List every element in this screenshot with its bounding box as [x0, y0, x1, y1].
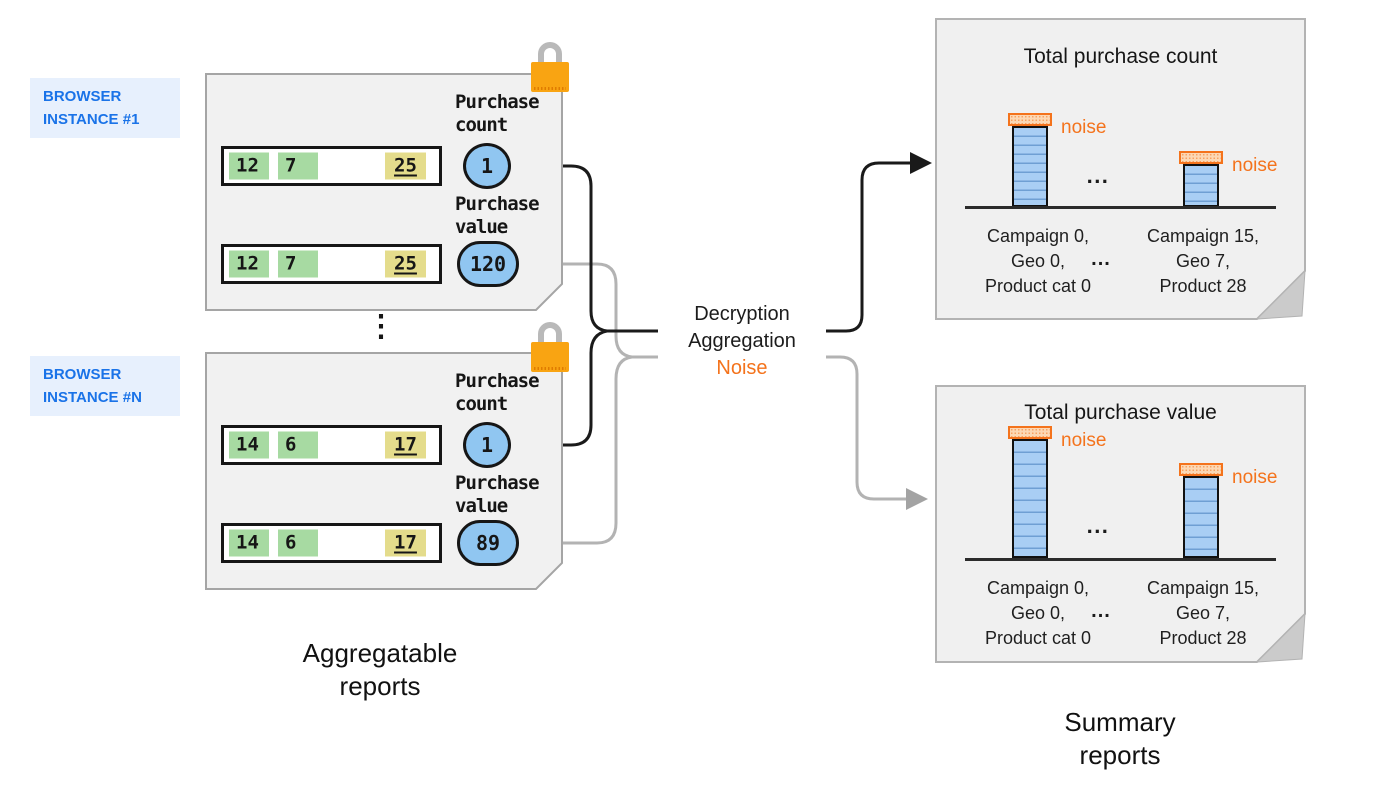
purchase-count-value: 1 — [463, 422, 511, 468]
key-cell: 14 — [229, 529, 269, 557]
lock-icon — [531, 42, 569, 92]
noise-cap — [1008, 426, 1052, 439]
aggregation-step: Aggregation — [688, 330, 796, 352]
summary-reports-caption: Summary reports — [1064, 707, 1176, 770]
count-wire-out — [826, 161, 910, 333]
purchase-value-value: 120 — [457, 241, 519, 287]
labels-ellipsis: ... — [1091, 248, 1111, 270]
purchase-value-label: Purchase value — [455, 193, 540, 238]
summary-report-count: Total purchase count noise noise ... Cam… — [935, 18, 1306, 320]
bar-campaign15 — [1183, 476, 1219, 558]
summary-box-background — [935, 18, 1306, 320]
noise-step: Noise — [716, 357, 768, 379]
aggregatable-report-card-1: Purchase count 12 7 25 1 Purchase value … — [205, 73, 563, 311]
bar-campaign15 — [1183, 164, 1219, 207]
key-cell-highlight: 17 — [385, 431, 426, 459]
bars-ellipsis: ... — [1086, 163, 1110, 188]
key-cell: 6 — [278, 529, 318, 557]
noise-cap — [1179, 463, 1223, 476]
browser-instance-n-badge: BROWSER INSTANCE #N — [30, 356, 180, 416]
x-axis — [965, 558, 1276, 561]
noise-label: noise — [1232, 155, 1278, 176]
purchase-value-value: 89 — [457, 520, 519, 566]
lock-icon — [531, 322, 569, 372]
value-wire-out — [826, 355, 908, 501]
summary-report-value: Total purchase value noise noise ... Cam… — [935, 385, 1306, 663]
purchase-value-label: Purchase value — [455, 472, 540, 517]
key-cell: 12 — [229, 250, 269, 278]
count-arrow-icon — [910, 152, 932, 174]
key-cell: 7 — [278, 250, 318, 278]
key-cell-highlight: 25 — [385, 152, 426, 180]
noise-label: noise — [1232, 467, 1278, 488]
key-cell-highlight: 17 — [385, 529, 426, 557]
bar-label-campaign15: Campaign 15, Geo 7, Product 28 — [1146, 578, 1260, 648]
reports-ellipsis: ⋮ — [366, 310, 396, 343]
purchase-count-label: Purchase count — [455, 370, 540, 415]
aggregatable-report-card-n: Purchase count 14 6 17 1 Purchase value … — [205, 352, 563, 590]
labels-ellipsis: ... — [1091, 600, 1111, 622]
chart-title: Total purchase count — [1023, 45, 1218, 68]
bar-campaign0 — [1012, 126, 1048, 207]
noise-label: noise — [1061, 117, 1107, 138]
noise-cap — [1179, 151, 1223, 164]
aggregation-key-row: 14 6 17 — [221, 523, 442, 563]
key-cell: 7 — [278, 152, 318, 180]
key-cell: 14 — [229, 431, 269, 459]
aggregation-key-row: 12 7 25 — [221, 146, 442, 186]
noise-cap — [1008, 113, 1052, 126]
aggregatable-reports-caption: Aggregatable reports — [302, 638, 458, 701]
browser-instance-1-badge: BROWSER INSTANCE #1 — [30, 78, 180, 138]
x-axis — [965, 206, 1276, 209]
aggregation-key-row: 14 6 17 — [221, 425, 442, 465]
folded-corner — [1255, 612, 1306, 663]
key-cell-highlight: 25 — [385, 250, 426, 278]
bars-ellipsis: ... — [1086, 513, 1110, 538]
folded-corner — [1255, 269, 1306, 320]
value-arrow-icon — [906, 488, 928, 510]
bar-campaign0 — [1012, 439, 1048, 558]
process-steps: Decryption Aggregation Noise — [657, 301, 827, 382]
purchase-count-value: 1 — [463, 143, 511, 189]
decryption-step: Decryption — [694, 303, 790, 325]
key-cell: 12 — [229, 152, 269, 180]
purchase-count-label: Purchase count — [455, 91, 540, 136]
chart-title: Total purchase value — [1024, 401, 1217, 424]
aggregation-key-row: 12 7 25 — [221, 244, 442, 284]
bar-label-campaign0: Campaign 0, Geo 0, Product cat 0 — [984, 226, 1092, 296]
bar-label-campaign0: Campaign 0, Geo 0, Product cat 0 — [984, 578, 1092, 648]
noise-label: noise — [1061, 430, 1107, 451]
bar-label-campaign15: Campaign 15, Geo 7, Product 28 — [1146, 226, 1260, 296]
key-cell: 6 — [278, 431, 318, 459]
